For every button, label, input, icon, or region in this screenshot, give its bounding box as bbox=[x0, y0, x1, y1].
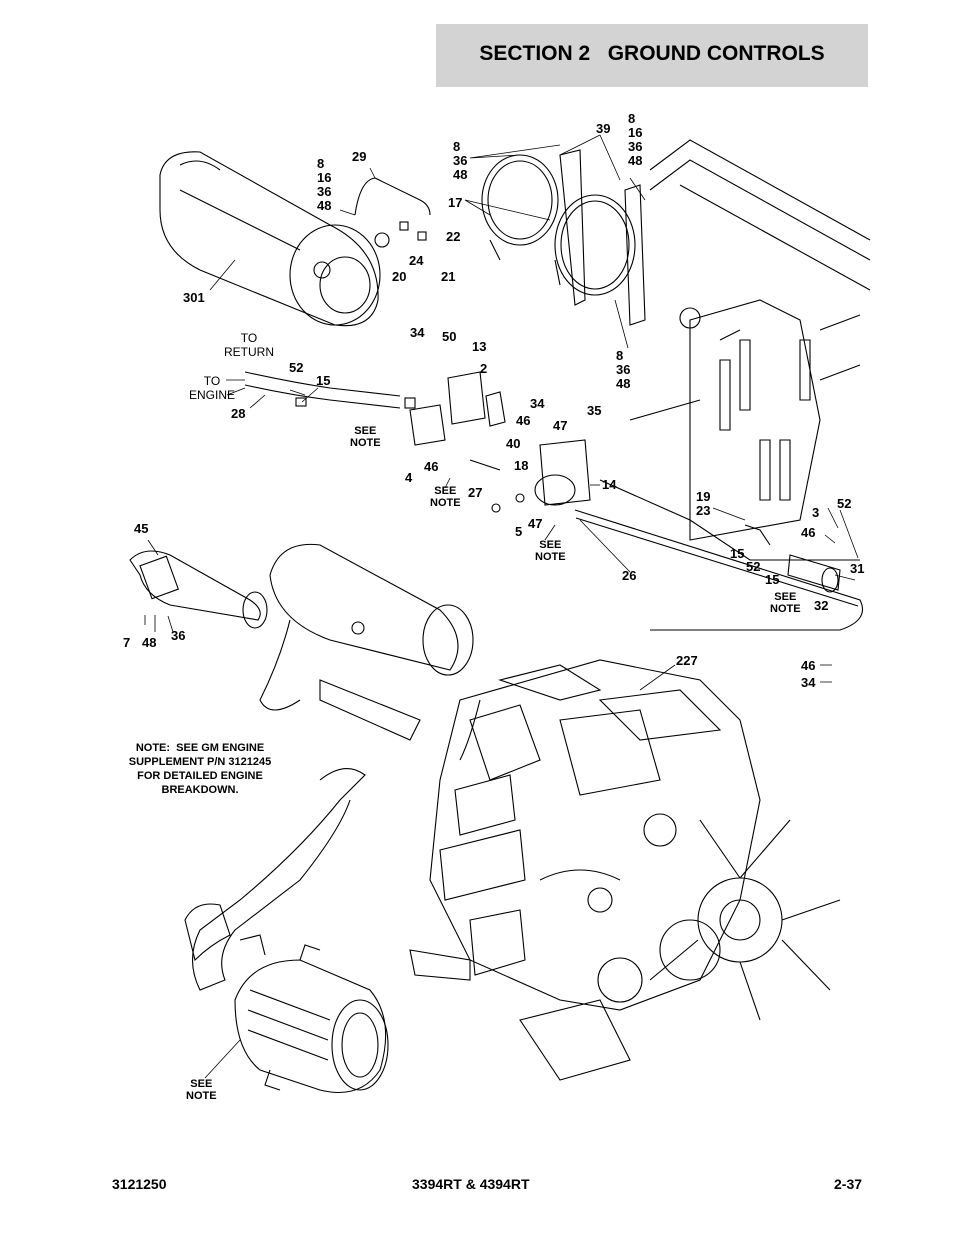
callout-34-c: 34 bbox=[801, 675, 816, 690]
callout-19-23: 19 23 bbox=[696, 489, 711, 518]
air-intake bbox=[184, 768, 366, 991]
section-title: SECTION 2 GROUND CONTROLS bbox=[436, 42, 868, 66]
callout-46-a: 46 bbox=[516, 413, 531, 428]
callout-39: 39 bbox=[596, 121, 611, 136]
section-name: GROUND CONTROLS bbox=[607, 42, 825, 65]
callout-46-d: 46 bbox=[801, 658, 816, 673]
callout-4: 4 bbox=[405, 470, 413, 485]
callout-21: 21 bbox=[441, 269, 456, 284]
callout-8-16-36-48-a: 8 16 36 48 bbox=[317, 156, 332, 213]
callout-34-a: 34 bbox=[410, 325, 425, 340]
footer-page-number: 2-37 bbox=[834, 1176, 863, 1192]
callout-14: 14 bbox=[602, 477, 617, 492]
callout-48: 48 bbox=[142, 635, 157, 650]
fuel-line-29 bbox=[354, 177, 431, 248]
footer-part-number: 3121250 bbox=[112, 1176, 167, 1192]
callout-8-16-36-48-b: 8 16 36 48 bbox=[628, 111, 643, 168]
section-header: SECTION 2 GROUND CONTROLS bbox=[436, 24, 868, 87]
regulator-assembly bbox=[409, 371, 864, 631]
muffler bbox=[259, 543, 474, 741]
to-return-label: TO RETURN bbox=[224, 331, 274, 359]
frame-chassis bbox=[599, 139, 871, 561]
callout-35: 35 bbox=[587, 403, 602, 418]
callout-32: 32 bbox=[814, 598, 829, 613]
fuel-filter bbox=[744, 524, 841, 593]
exhaust-pipe bbox=[129, 550, 268, 629]
see-note-2: SEE NOTE bbox=[430, 485, 461, 509]
to-engine-label: TO ENGINE bbox=[189, 374, 236, 402]
callout-52-c: 52 bbox=[746, 559, 761, 574]
engine bbox=[409, 659, 841, 1081]
fuel-tank-drawing bbox=[159, 151, 381, 327]
callout-20: 20 bbox=[392, 269, 407, 284]
section-number: SECTION 2 bbox=[479, 42, 591, 65]
callout-46-b: 46 bbox=[424, 459, 439, 474]
callout-2: 2 bbox=[480, 361, 488, 376]
callout-5: 5 bbox=[515, 524, 523, 539]
air-cleaner bbox=[234, 944, 389, 1094]
callout-45: 45 bbox=[134, 521, 149, 536]
callout-47-b: 47 bbox=[528, 516, 543, 531]
callout-36: 36 bbox=[171, 628, 186, 643]
callout-31: 31 bbox=[850, 561, 865, 576]
callout-52-a: 52 bbox=[289, 360, 304, 375]
fuel-lines-left bbox=[244, 371, 416, 409]
callout-17: 17 bbox=[448, 195, 463, 210]
callout-7: 7 bbox=[123, 635, 131, 650]
callout-47-a: 47 bbox=[553, 418, 568, 433]
callout-15-c: 15 bbox=[765, 572, 780, 587]
callout-301: 301 bbox=[183, 290, 205, 305]
callout-15-b: 15 bbox=[730, 546, 745, 561]
see-note-1: SEE NOTE bbox=[350, 425, 381, 449]
callout-40: 40 bbox=[506, 436, 521, 451]
see-note-5: SEE NOTE bbox=[186, 1078, 217, 1102]
callout-8-36-48-b: 8 36 48 bbox=[616, 348, 631, 391]
callout-34-b: 34 bbox=[530, 396, 545, 411]
tank-clamps bbox=[481, 149, 646, 326]
callout-24: 24 bbox=[409, 253, 424, 268]
callout-22: 22 bbox=[446, 229, 461, 244]
callout-3: 3 bbox=[812, 505, 820, 520]
callout-227: 227 bbox=[676, 653, 698, 668]
callout-26: 26 bbox=[622, 568, 637, 583]
callout-46-c: 46 bbox=[801, 525, 816, 540]
footer-models: 3394RT & 4394RT bbox=[412, 1176, 530, 1192]
engine-supplement-note: NOTE: SEE GM ENGINE SUPPLEMENT P/N 31212… bbox=[128, 742, 272, 796]
callout-13: 13 bbox=[472, 339, 487, 354]
see-note-3: SEE NOTE bbox=[535, 539, 566, 563]
callout-50: 50 bbox=[442, 329, 457, 344]
callout-8-36-48-a: 8 36 48 bbox=[453, 139, 468, 182]
leader-lines bbox=[144, 134, 859, 1079]
callout-52-b: 52 bbox=[837, 496, 852, 511]
callout-18: 18 bbox=[514, 458, 529, 473]
callout-15-a: 15 bbox=[316, 373, 331, 388]
callout-29: 29 bbox=[352, 149, 367, 164]
callout-27: 27 bbox=[468, 485, 483, 500]
callout-28: 28 bbox=[231, 406, 246, 421]
see-note-4: SEE NOTE bbox=[770, 591, 801, 615]
